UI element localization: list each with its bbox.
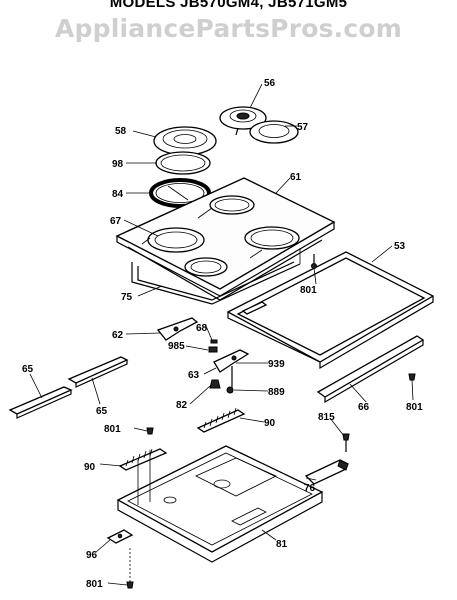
label-68: 68 (196, 323, 208, 334)
label-90-b: 90 (84, 462, 96, 473)
label-56: 56 (264, 78, 276, 89)
label-66: 66 (358, 402, 370, 413)
vent-bar-90-left (118, 448, 168, 471)
label-801-b: 801 (406, 402, 423, 413)
frame-75 (131, 248, 301, 305)
label-63: 63 (188, 370, 200, 381)
label-58: 58 (115, 126, 127, 137)
screw-801-b (408, 373, 416, 381)
surface-unit-57 (249, 120, 299, 144)
diagram-title: MODELS JB570GM4, JB571GM5 (109, 0, 348, 11)
bracket-62 (156, 317, 199, 341)
label-76: 76 (304, 483, 316, 494)
surface-unit-58 (153, 126, 217, 156)
label-985: 985 (168, 341, 185, 352)
leader-lines (29, 83, 414, 586)
label-75: 75 (121, 292, 133, 303)
screw-68 (210, 339, 218, 344)
burner-box-81 (116, 445, 324, 563)
screw-801-a (311, 254, 317, 269)
label-815: 815 (318, 412, 335, 423)
screw-815 (342, 433, 350, 452)
side-channel-66 (316, 335, 425, 404)
label-90-a: 90 (264, 418, 276, 429)
label-53: 53 (394, 241, 406, 252)
trim-53 (226, 251, 435, 370)
clip-96 (106, 529, 134, 544)
bracket-63 (213, 349, 250, 373)
ring-98 (155, 151, 211, 175)
label-801-c: 801 (104, 424, 121, 435)
label-82: 82 (176, 400, 188, 411)
vent-trim-65-right (67, 356, 129, 388)
label-939: 939 (268, 359, 285, 370)
label-57: 57 (297, 122, 309, 133)
label-96: 96 (86, 550, 98, 561)
label-801-a: 801 (300, 285, 317, 296)
vent-trim-65-left (8, 386, 73, 419)
screw-801-c (146, 427, 154, 435)
hardware-889 (226, 386, 234, 394)
glass-cooktop-61 (115, 177, 336, 301)
vent-bar-90-right (196, 407, 246, 433)
label-65-b: 65 (96, 406, 108, 417)
label-889: 889 (268, 387, 285, 398)
watermark: AppliancePartsPros.com (54, 14, 403, 43)
label-84: 84 (112, 189, 124, 200)
label-81: 81 (276, 539, 288, 550)
nut-985 (208, 346, 218, 353)
screw-801-d (126, 548, 134, 589)
surface-unit-56 (219, 106, 267, 136)
spring-82 (209, 379, 221, 389)
bracket-76 (304, 459, 349, 485)
label-65-a: 65 (22, 364, 34, 375)
label-62-a: 62 (112, 330, 124, 341)
label-67: 67 (110, 216, 122, 227)
label-98: 98 (112, 159, 124, 170)
label-61: 61 (290, 172, 302, 183)
label-801-d: 801 (86, 579, 103, 590)
